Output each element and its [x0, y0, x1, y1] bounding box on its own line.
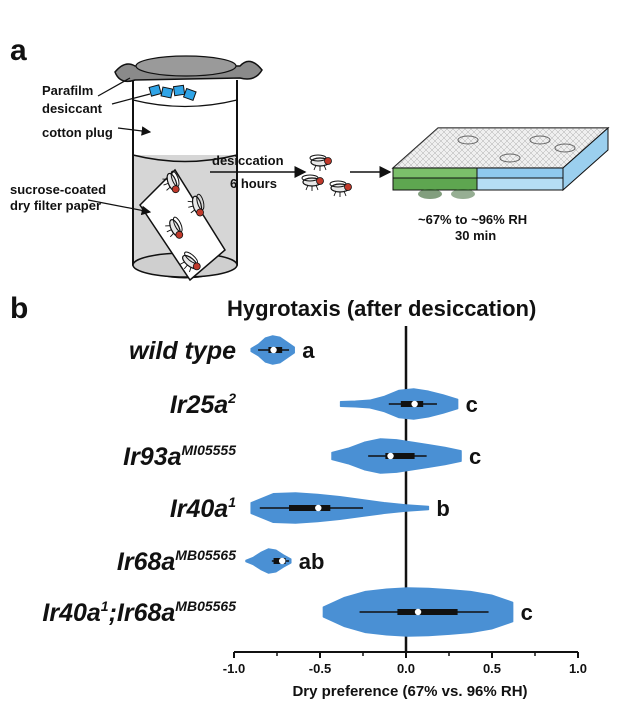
x-tick-label-4: 1.0: [569, 661, 587, 676]
label-parafilm: Parafilm: [42, 83, 93, 98]
median-point-3: [315, 504, 322, 512]
x-tick-label-3: 0.5: [483, 661, 501, 676]
genotype-label-2: Ir93aMI05555: [123, 442, 236, 471]
genotype-label-0: wild type: [129, 337, 236, 365]
group-letter-5: c: [521, 600, 533, 625]
x-tick-label-1: -0.5: [309, 661, 331, 676]
median-point-2: [387, 452, 394, 460]
group-letter-3: b: [436, 496, 449, 521]
vial-illustration: [87, 55, 263, 282]
desiccant-cube: [148, 84, 162, 97]
group-letter-1: c: [466, 392, 478, 417]
x-axis-label: Dry preference (67% vs. 96% RH): [292, 683, 527, 700]
chart-title: Hygrotaxis (after desiccation): [227, 296, 536, 321]
treatment-label-1: desiccation: [212, 153, 284, 168]
genotype-label-5: Ir40a1;Ir68aMB05565: [42, 598, 236, 627]
x-tick-label-2: 0.0: [397, 661, 415, 676]
median-point-4: [278, 557, 286, 565]
assay-label-1: ~67% to ~96% RH: [418, 212, 527, 227]
group-letter-0: a: [302, 338, 315, 363]
violin-plot: a c c b ab c: [245, 326, 533, 652]
group-letter-4: ab: [299, 549, 325, 574]
genotype-label-1: Ir25a2: [170, 390, 236, 419]
iqr-box-5: [397, 609, 458, 615]
label-filter-paper-2: dry filter paper: [10, 198, 101, 213]
desiccated-flies: [301, 154, 353, 198]
x-tick-label-0: -1.0: [223, 661, 245, 676]
genotype-label-3: Ir40a1: [170, 494, 236, 523]
iqr-box-2: [385, 453, 415, 459]
treatment-label-2: 6 hours: [230, 176, 277, 191]
median-point-0: [270, 346, 277, 354]
panel-a-label: a: [10, 34, 27, 67]
cotton-plug: [134, 80, 236, 155]
violin-4: [245, 548, 292, 574]
assay-label-2: 30 min: [455, 228, 496, 243]
label-desiccant: desiccant: [42, 101, 103, 116]
panel-b-label: b: [10, 292, 28, 325]
median-point-1: [411, 400, 418, 408]
filter-paper: [139, 168, 226, 282]
genotype-labels: wild typeIr25a2Ir93aMI05555Ir40a1Ir68aMB…: [42, 337, 236, 627]
desiccant-cube: [172, 84, 186, 97]
iqr-box-3: [289, 505, 331, 511]
desiccant-cube: [160, 86, 174, 99]
group-letter-2: c: [469, 444, 481, 469]
median-point-5: [414, 608, 422, 616]
desiccant-cube: [182, 87, 197, 102]
genotype-label-4: Ir68aMB05565: [117, 547, 236, 576]
x-axis: -1.0 -0.5 0.0 0.5 1.0: [223, 651, 587, 676]
label-filter-paper-1: sucrose-coated: [10, 182, 106, 197]
hygrotaxis-plate: [391, 126, 610, 199]
label-cotton-plug: cotton plug: [42, 125, 113, 140]
